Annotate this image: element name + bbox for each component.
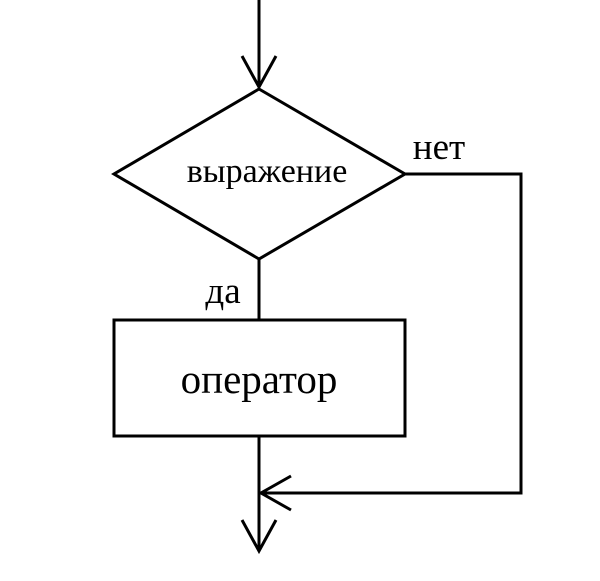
branch-label-yes: да [205, 271, 240, 312]
decision-label: выражение [187, 153, 348, 190]
incoming-arrowhead [240, 55, 278, 91]
merge-arrowhead [257, 474, 292, 512]
no-branch-line [261, 172, 523, 495]
outgoing-arrowhead [240, 519, 278, 555]
branch-label-no: нет [413, 127, 465, 168]
process-label: оператор [181, 356, 338, 402]
